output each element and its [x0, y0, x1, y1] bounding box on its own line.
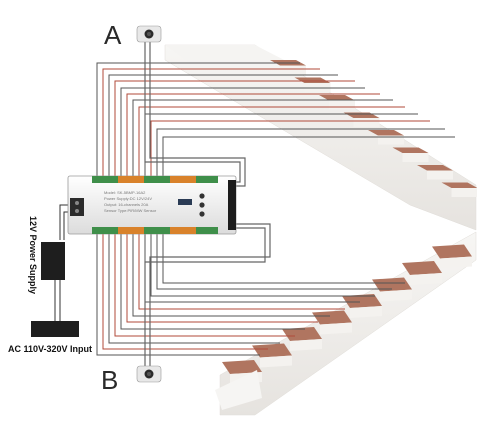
- upper-step-5-riser: [378, 135, 404, 145]
- lower-step-3-edge: [290, 339, 322, 351]
- controller-button-2: [199, 202, 205, 208]
- upper-step-7: [417, 165, 453, 171]
- controller-box: [67, 175, 237, 235]
- upper-step-6-riser: [402, 153, 429, 162]
- ac-input-block: [31, 321, 79, 337]
- upper-step-5: [368, 130, 404, 136]
- upper-step-3-riser: [329, 100, 355, 110]
- upper-step-1-riser: [280, 65, 306, 75]
- controller-model-line-4: Sensor Type:PIR/MW Sensor: [104, 208, 157, 213]
- sensor-b-cable: [144, 223, 271, 370]
- controller-button-3: [199, 211, 205, 217]
- controller-button-1: [199, 193, 205, 199]
- upper-step-2: [294, 77, 331, 83]
- sensor-a: [136, 25, 162, 43]
- upper-step-8-riser: [451, 188, 477, 197]
- controller-model-line-1: Model: SK-5BMP-16A2: [104, 190, 146, 195]
- bottom-terminal-block: [92, 227, 218, 234]
- lower-step-3: [282, 327, 322, 341]
- lower-wiring: [96, 233, 405, 356]
- lower-step-8-edge: [440, 256, 472, 269]
- lower-step-2-edge: [260, 355, 292, 368]
- power-terminal: [70, 198, 84, 216]
- upper-step-6: [392, 147, 429, 153]
- controller-model-line-2: Power Supply:DC 12V/24V: [104, 196, 153, 201]
- lower-step-2: [252, 343, 292, 358]
- ac-input-label: AC 110V-320V Input: [8, 344, 93, 354]
- sensor-b-label: B: [101, 365, 119, 395]
- upper-step-7-riser: [427, 170, 453, 180]
- top-terminal-block: [92, 176, 218, 183]
- lower-staircase: [215, 231, 477, 416]
- lower-step-7-edge: [410, 273, 442, 285]
- lower-step-7: [402, 261, 442, 275]
- power-supply-unit: [41, 242, 65, 280]
- controller-display: [178, 199, 192, 205]
- sensor-b: [136, 365, 162, 383]
- sensor-a-cable: [144, 40, 246, 187]
- lower-step-6: [372, 277, 412, 292]
- lower-step-5-edge: [350, 306, 382, 318]
- lower-step-6-edge: [380, 289, 412, 302]
- lower-step-4: [312, 310, 352, 325]
- upper-step-4-riser: [353, 118, 380, 127]
- sensor-a-label: A: [104, 20, 122, 50]
- lower-step-8: [432, 244, 472, 259]
- lower-step-4-edge: [320, 322, 352, 335]
- lower-step-1: [222, 360, 262, 374]
- power-supply-label: 12V Power Supply: [28, 216, 38, 295]
- upper-step-8: [441, 182, 477, 188]
- lower-step-5: [342, 294, 382, 308]
- controller-model-line-3: Output: 16-channels 20A: [104, 202, 149, 207]
- upper-step-3: [319, 95, 355, 101]
